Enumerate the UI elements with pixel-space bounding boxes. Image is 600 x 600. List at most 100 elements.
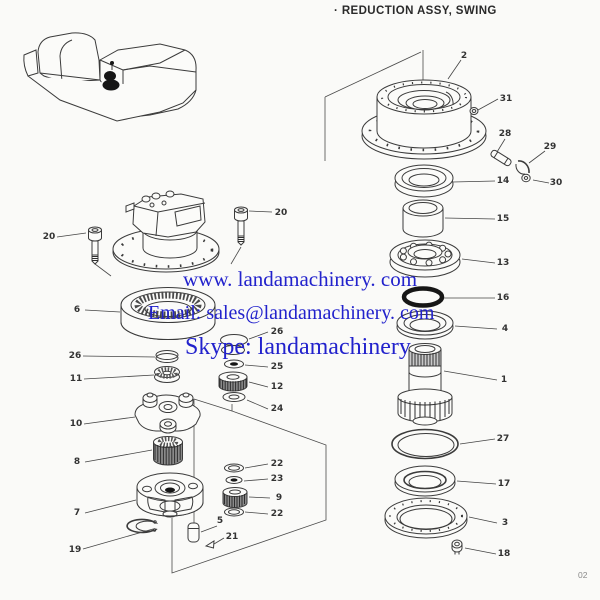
pin-5 [187,522,200,543]
callout-30: 30 [550,178,563,188]
callout-12: 12 [271,382,284,392]
gear-12 [218,371,248,392]
leader-line-14 [452,180,496,183]
callout-29: 29 [544,142,557,152]
pinion-shaft-1 [397,343,453,426]
callout-24: 24 [271,404,284,414]
callout-1: 1 [501,375,507,385]
callout-5: 5 [217,516,223,526]
leader-line-11 [83,374,155,380]
callout-layer: 2312829301415131641271731820206261110871… [43,51,563,559]
callout-14: 14 [497,176,510,186]
callout-23: 23 [271,474,284,484]
leader-line-15 [444,217,496,220]
leader-line-22-lower [244,511,269,515]
callout-8: 8 [74,457,80,467]
callout-25: 25 [271,362,284,372]
sleeve-15 [402,199,444,238]
leader-line-24 [246,399,269,410]
ring-22-lower [224,507,244,517]
leader-line-21 [213,537,225,545]
page-title: · REDUCTION ASSY, SWING [334,5,497,17]
callout-20-right: 20 [275,208,288,218]
callout-2: 2 [461,51,467,61]
pin-28 [490,149,512,167]
bolt-20-right [234,206,248,246]
leader-line-22-upper [244,463,269,469]
leader-line-7 [84,499,137,514]
bearing-13 [389,239,461,278]
callout-6: 6 [74,305,80,315]
leader-line-13 [461,258,496,264]
leader-line-23 [243,478,269,482]
leader-line-3 [468,516,498,524]
leader-line-1 [443,370,498,381]
callout-3: 3 [502,518,508,528]
callout-9: 9 [276,493,282,503]
callout-20-left: 20 [43,232,56,242]
leader-line-9 [248,496,271,499]
leader-line-2 [447,59,462,80]
gear-9 [222,487,248,508]
plug-31 [469,107,479,115]
o-ring-26-center [220,334,248,355]
leader-line-5 [200,525,218,533]
callout-21: 21 [226,532,239,542]
plug-18 [451,539,463,555]
bolt-20-left [88,226,102,265]
watermark-website: www. landamachinery. com [183,267,418,291]
washer-23 [225,476,243,484]
callout-18: 18 [498,549,511,559]
snap-ring-19 [126,518,158,534]
ring-22-upper [224,463,244,473]
o-ring-27 [391,428,459,460]
swing-motor-assembly [112,190,220,273]
callout-26-center: 26 [271,327,284,337]
leader-line-26-center [248,331,269,340]
clip-29 [515,160,530,175]
pin-21 [204,540,215,549]
washer-24 [222,392,246,402]
callout-26-left: 26 [69,351,82,361]
o-ring-26-left [155,350,179,363]
leader-line-26-left [82,355,156,358]
callout-31: 31 [500,94,513,104]
leader-line-31 [477,98,499,111]
callout-22-upper: 22 [271,459,284,469]
callout-7: 7 [74,508,80,518]
snap-ring-16 [401,286,445,308]
leader-line-20-left [56,232,87,238]
callout-17: 17 [498,479,511,489]
leader-line-10 [83,416,136,425]
washer-25 [224,359,244,369]
watermark-skype: Skype: landamachinery [185,334,411,360]
leader-line-18 [464,547,497,555]
callout-10: 10 [70,419,83,429]
bearing-14 [394,164,454,198]
gear-ring-3 [384,497,468,539]
callout-13: 13 [497,258,510,268]
leader-line-30 [532,179,550,184]
callout-19: 19 [69,545,82,555]
swing-unit-location-mark [102,61,120,91]
callout-4: 4 [502,324,508,334]
leader-line-28 [496,138,506,153]
leader-line-4 [454,325,498,330]
ring-4 [396,310,454,340]
leader-line-19 [82,528,154,550]
nut-30 [521,173,531,183]
callout-16: 16 [497,293,510,303]
leader-line-29 [528,150,546,164]
machine-overview-illustration [23,32,197,122]
leader-line-20-right [248,210,273,213]
carrier-10 [134,392,201,434]
watermark-email: Email: sales@landamachinery. com [148,302,435,324]
leader-line-6 [84,309,121,313]
callout-28: 28 [499,129,512,139]
ring-gear-6 [120,287,216,340]
bearing-11 [154,366,180,383]
carrier-7 [136,472,204,518]
callout-22-lower: 22 [271,509,284,519]
